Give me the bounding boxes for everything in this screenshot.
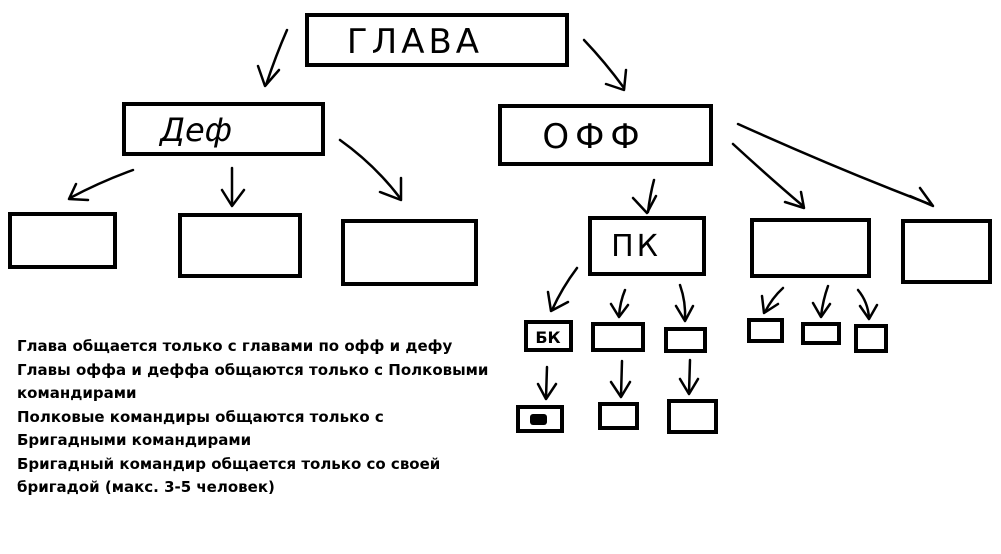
note-line-4: Бригадный командир общается только со св… [17, 454, 441, 497]
pk-child-box-3 [664, 327, 707, 353]
arrow-pk-to-child-3 [678, 283, 687, 322]
note-line-1: Глава общается только с главами по офф и… [17, 337, 453, 355]
bk-box [524, 320, 573, 352]
arrow-off-to-child-3 [736, 122, 934, 207]
arrow-bk-to-brigade-1-tip [536, 382, 558, 401]
off2-child-box-3 [854, 324, 888, 353]
arrow-off2-to-child-2 [819, 284, 830, 318]
arrow-head-to-off [582, 38, 626, 90]
head-label: ГЛАВА [347, 22, 483, 62]
arrow-def-to-child-3-tip [378, 176, 403, 202]
pk-child-box-2 [591, 322, 645, 352]
note-line-3: Полковые командиры общаются только с Бри… [17, 407, 384, 450]
arrow-off-to-child-3-tip [908, 186, 935, 208]
def-child-box-3 [341, 219, 478, 286]
off2-child-box-1 [747, 318, 784, 343]
arrow-def-to-child-1 [68, 168, 135, 200]
arrow-off2-to-child-1 [763, 286, 785, 314]
brigade-box-2 [598, 402, 639, 430]
arrow-def-to-child-1-tip [67, 182, 90, 202]
arrow-bk-to-brigade-1 [544, 365, 549, 400]
off2-child-box-2 [801, 322, 841, 345]
pk-label: ПК [611, 229, 661, 264]
arrow-pk-to-child-2 [617, 288, 627, 318]
def-child-box-2 [178, 213, 302, 278]
def-box [122, 102, 325, 156]
arrow-pk-to-bk-tip [546, 290, 570, 313]
arrow-off-to-child-2-tip [783, 190, 806, 210]
arrow-def-to-child-2-tip [220, 188, 246, 208]
arrow-child3-to-brigade-3 [687, 358, 692, 395]
arrow-off2-to-child-3 [856, 288, 871, 320]
arrow-off-to-pk-tip [631, 194, 658, 215]
off-label: ОФФ [542, 117, 645, 157]
rules-notes: Глава общается только с главами по офф и… [17, 335, 497, 500]
arrow-def-to-child-3 [338, 138, 402, 200]
arrow-off2-to-child-2-tip [811, 301, 832, 319]
arrow-child2-to-brigade-2-tip [609, 380, 632, 399]
arrow-head-to-def [264, 28, 289, 87]
def-label: Деф [158, 111, 232, 149]
arrow-pk-to-child-2-tip [609, 302, 630, 319]
arrow-off2-to-child-3-tip [858, 303, 879, 321]
brigade-box-3 [667, 399, 718, 434]
arrow-off2-to-child-1-tip [760, 294, 780, 315]
arrow-off-to-child-2 [731, 142, 805, 208]
off-box [498, 104, 713, 166]
arrow-pk-to-child-3-tip [674, 304, 695, 323]
arrow-head-to-off-tip [604, 68, 628, 92]
brigade-box-1 [516, 405, 564, 433]
arrow-head-to-def-tip [256, 64, 281, 88]
off-child-box-2 [750, 218, 871, 278]
head-box [305, 13, 569, 67]
pk-box [588, 216, 706, 276]
arrows [67, 28, 935, 401]
def-child-box-1 [8, 212, 117, 269]
brigade-box-1-fill [530, 414, 547, 425]
bk-label: БК [535, 328, 560, 347]
note-line-2: Главы оффа и деффа общаются только с Пол… [17, 360, 489, 403]
arrow-child3-to-brigade-3-tip [678, 377, 700, 396]
off-child-box-3 [901, 219, 992, 284]
arrow-child2-to-brigade-2 [619, 359, 624, 398]
arrow-pk-to-bk [550, 266, 579, 312]
